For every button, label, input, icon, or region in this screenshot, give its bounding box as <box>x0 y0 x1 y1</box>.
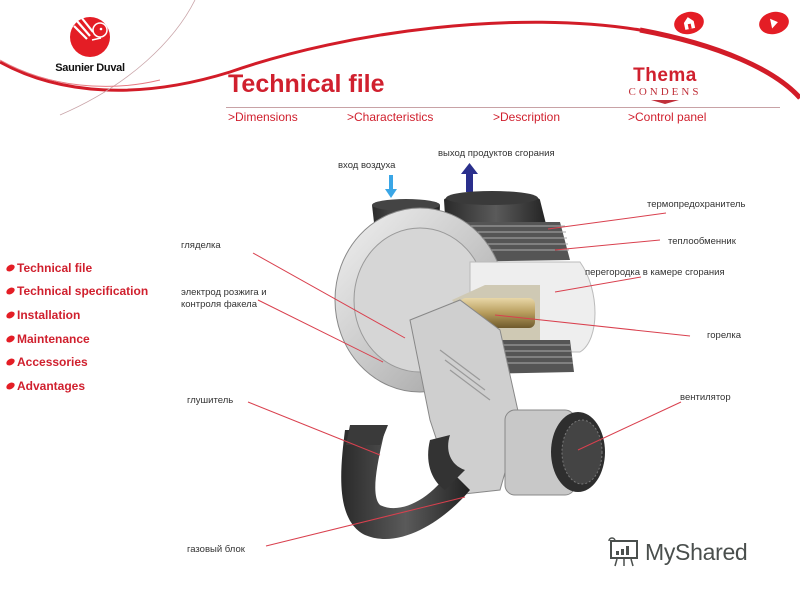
sidebar-item-label: Installation <box>17 307 81 322</box>
label-thermal-fuse: термопредохранитель <box>647 199 746 210</box>
sidebar-item-technical-file[interactable]: Technical file <box>5 256 148 280</box>
thema-condens-logo: Thema CONDENS <box>618 66 712 104</box>
sidebar-nav: Technical file Technical specification I… <box>5 256 149 398</box>
bullet-icon <box>5 310 16 320</box>
label-ignition-electrode-1: электрод розжига и <box>181 287 267 298</box>
label-burner: горелка <box>707 330 741 341</box>
sidebar-item-label: Technical specification <box>17 284 149 299</box>
label-sight-glass: гляделка <box>181 240 221 251</box>
bird-logo-icon <box>70 16 110 57</box>
chevron-decoration <box>651 100 679 104</box>
sidebar-item-label: Advantages <box>17 378 86 393</box>
sidebar-item-accessories[interactable]: Accessories <box>5 350 148 374</box>
home-button[interactable] <box>672 9 706 37</box>
bullet-icon <box>5 286 16 297</box>
product-subname: CONDENS <box>628 86 702 98</box>
sidebar-item-label: Maintenance <box>17 331 90 346</box>
company-name: Saunier Duval <box>55 62 125 74</box>
presentation-board-icon <box>608 537 638 567</box>
tab-characteristics[interactable]: >Characteristics <box>347 110 434 124</box>
sidebar-item-technical-specification[interactable]: Technical specification <box>5 280 149 304</box>
label-air-inlet: вход воздуха <box>338 160 396 171</box>
exhaust-outlet-arrow-icon <box>461 163 478 192</box>
label-combustion-baffle: перегородка в камере сгорания <box>585 267 725 278</box>
bullet-icon <box>5 357 16 368</box>
label-heat-exchanger: теплообменник <box>668 236 736 247</box>
label-fan: вентилятор <box>680 392 731 403</box>
bullet-icon <box>5 333 16 344</box>
label-ignition-electrode-2: контроля факела <box>181 299 257 310</box>
tab-description[interactable]: >Description <box>493 110 561 124</box>
play-next-icon <box>770 18 778 29</box>
label-exhaust-outlet: выход продуктов сгорания <box>438 148 555 159</box>
bullet-icon <box>5 262 16 273</box>
home-icon <box>683 17 696 30</box>
label-muffler: глушитель <box>187 395 234 406</box>
header-divider <box>226 107 780 108</box>
next-button[interactable] <box>757 9 791 37</box>
sidebar-item-label: Technical file <box>17 260 93 275</box>
saunier-duval-logo: Saunier Duval <box>40 10 140 74</box>
watermark-text: MyShared <box>645 538 748 565</box>
air-inlet-arrow-icon <box>385 175 397 198</box>
tab-control-panel[interactable]: >Control panel <box>628 110 707 124</box>
myshared-watermark: MyShared <box>607 537 748 567</box>
product-name: Thema <box>633 65 697 86</box>
sidebar-item-maintenance[interactable]: Maintenance <box>5 327 148 351</box>
page-title: Technical file <box>228 70 385 98</box>
sidebar-item-advantages[interactable]: Advantages <box>5 374 148 398</box>
sidebar-item-label: Accessories <box>17 355 88 370</box>
sidebar-item-installation[interactable]: Installation <box>5 303 148 327</box>
label-gas-valve: газовый блок <box>187 544 245 555</box>
tab-dimensions[interactable]: >Dimensions <box>228 110 298 124</box>
bullet-icon <box>5 380 16 391</box>
